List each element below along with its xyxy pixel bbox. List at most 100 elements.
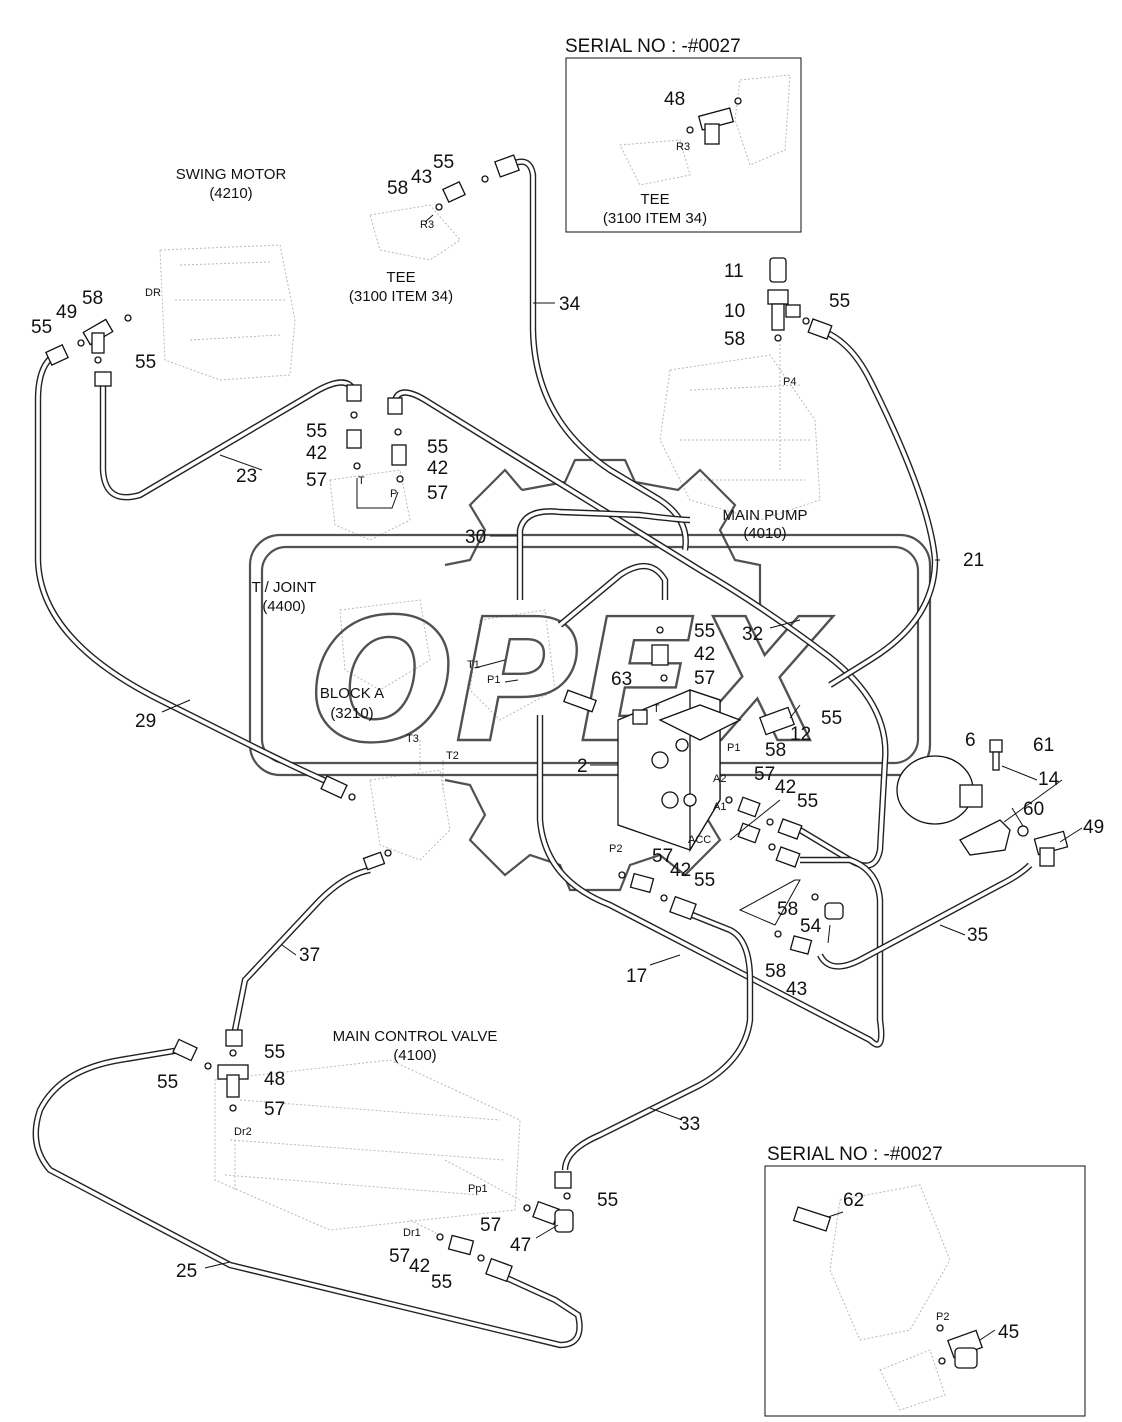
callout: 55 — [829, 291, 850, 312]
serial-box-top-title: SERIAL NO : -#0027 — [565, 36, 741, 57]
serial-box-bottom-part-45: 45 — [998, 1322, 1019, 1343]
callout: 58 — [82, 288, 103, 309]
callout: 55 — [694, 621, 715, 642]
block-a-ref: (3210) — [330, 705, 373, 722]
port-label: P4 — [783, 376, 796, 388]
callout: 12 — [790, 724, 811, 745]
port-label: P2 — [609, 843, 622, 855]
callout: 42 — [427, 458, 448, 479]
serial-box-top-port: R3 — [676, 141, 690, 153]
callout: 57 — [754, 764, 775, 785]
callout: 47 — [510, 1235, 531, 1256]
background-components — [159, 74, 951, 1411]
callout: 48 — [264, 1069, 285, 1090]
callout: 63 — [611, 669, 632, 690]
swing-motor-label: SWING MOTOR — [176, 166, 287, 183]
port-label: A1 — [713, 801, 726, 813]
callout: 55 — [431, 1272, 452, 1293]
port-label: P1 — [727, 742, 740, 754]
callout: 55 — [797, 791, 818, 812]
callout: 57 — [264, 1099, 285, 1120]
callout: 55 — [264, 1042, 285, 1063]
callout: 25 — [176, 1261, 197, 1282]
callout: 42 — [694, 644, 715, 665]
callout: 2 — [577, 756, 588, 777]
main-pump-label: MAIN PUMP — [722, 507, 807, 524]
port-label: T2 — [446, 750, 459, 762]
callout: 54 — [800, 916, 822, 937]
callout: 42 — [409, 1256, 430, 1277]
callout: 58 — [387, 178, 408, 199]
callout: 42 — [306, 443, 327, 464]
port-labels: DR R3 T P P4 T1 P1 T3 T2 T P1 A2 A1 ACC … — [145, 219, 796, 1239]
serial-box-texts: SERIAL NO : -#0027 48 R3 TEE (3100 ITEM … — [565, 36, 1019, 1343]
serial-box-top-part: 48 — [664, 89, 685, 110]
callout: 55 — [157, 1072, 178, 1093]
port-label: T — [358, 475, 365, 487]
callout: 57 — [389, 1246, 410, 1267]
port-label: DR — [145, 287, 161, 299]
port-label: P1 — [487, 674, 500, 686]
callout: 57 — [652, 846, 673, 867]
serial-box-bottom-title: SERIAL NO : -#0027 — [767, 1144, 943, 1165]
main-control-valve-ref: (4100) — [393, 1047, 436, 1064]
port-label: Dr2 — [234, 1126, 252, 1138]
callout: 57 — [306, 470, 327, 491]
tee-label: TEE — [386, 269, 415, 286]
callout: 55 — [135, 352, 156, 373]
callout: 61 — [1033, 735, 1054, 756]
port-label: ACC — [688, 834, 711, 846]
serial-box-bottom-part-62: 62 — [843, 1190, 864, 1211]
port-label: Pp1 — [468, 1183, 488, 1195]
callout: 33 — [679, 1114, 700, 1135]
port-label: A2 — [713, 773, 726, 785]
callout: 55 — [597, 1190, 618, 1211]
port-label: P — [390, 488, 397, 500]
serial-box-top-caption: TEE — [640, 191, 669, 208]
serial-box-top-caption-ref: (3100 ITEM 34) — [603, 210, 707, 227]
port-label: Dr1 — [403, 1227, 421, 1239]
callout: 43 — [786, 979, 807, 1000]
component-labels: SWING MOTOR (4210) TEE (3100 ITEM 34) MA… — [176, 166, 808, 1064]
callout: 34 — [559, 294, 581, 315]
swing-motor-ref: (4210) — [209, 185, 252, 202]
callout: 37 — [299, 945, 320, 966]
serial-box-bottom-port: P2 — [936, 1311, 949, 1323]
callout: 49 — [1083, 817, 1104, 838]
callout: 55 — [427, 437, 448, 458]
serial-box-top — [565, 57, 802, 233]
callout: 23 — [236, 466, 257, 487]
port-label: T — [653, 703, 660, 715]
tee-ref: (3100 ITEM 34) — [349, 288, 453, 305]
callout: 10 — [724, 301, 745, 322]
callout: 60 — [1023, 799, 1044, 820]
callout: 55 — [694, 870, 715, 891]
t-joint-label: T / JOINT — [252, 579, 317, 596]
port-label: T3 — [406, 733, 419, 745]
callout: 42 — [670, 860, 691, 881]
callout: 55 — [306, 421, 327, 442]
block-a-label: BLOCK A — [320, 685, 384, 702]
callout: 49 — [56, 302, 77, 323]
callout: 35 — [967, 925, 988, 946]
callout: 57 — [427, 483, 448, 504]
callout: 21 — [963, 550, 984, 571]
callout: 58 — [724, 329, 745, 350]
part-callouts: 55 43 58 49 58 55 55 55 42 57 55 42 57 2… — [31, 152, 1104, 1293]
callout: 57 — [694, 668, 715, 689]
callout: 58 — [765, 961, 786, 982]
fittings — [45, 97, 1069, 1369]
t-joint-ref: (4400) — [262, 598, 305, 615]
callout: 11 — [724, 261, 744, 282]
leader-lines — [161, 214, 1083, 1341]
callout: 57 — [480, 1215, 501, 1236]
callout: 32 — [742, 624, 763, 645]
port-label: R3 — [420, 219, 434, 231]
main-control-valve-label: MAIN CONTROL VALVE — [333, 1028, 498, 1045]
callout: 58 — [777, 899, 798, 920]
callout: 6 — [965, 730, 976, 751]
callout: 55 — [31, 317, 52, 338]
callout: 43 — [411, 167, 432, 188]
callout: 55 — [821, 708, 842, 729]
